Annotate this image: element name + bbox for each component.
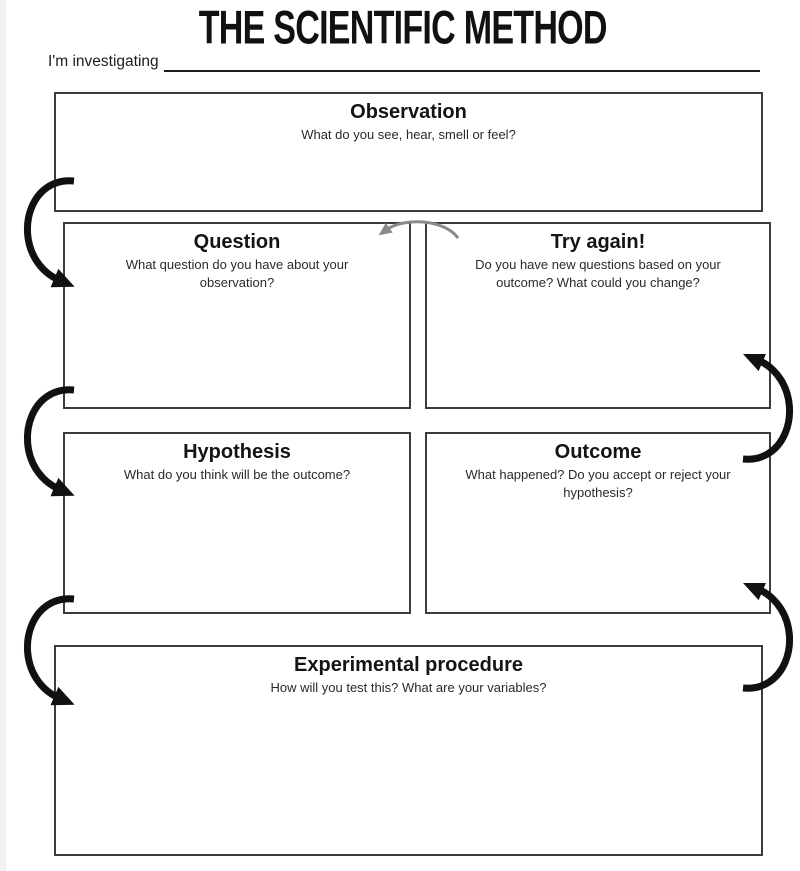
hypothesis-box: Hypothesis What do you think will be the… bbox=[63, 432, 411, 614]
observation-writing-area[interactable] bbox=[56, 144, 761, 210]
question-prompt: What question do you have about your obs… bbox=[125, 257, 349, 290]
experimental-procedure-box: Experimental procedure How will you test… bbox=[54, 645, 763, 856]
outcome-writing-area[interactable] bbox=[427, 501, 769, 612]
page-title: THE SCIENTIFIC METHOD bbox=[198, 0, 608, 54]
outcome-prompt: What happened? Do you accept or reject y… bbox=[465, 467, 731, 500]
question-writing-area[interactable] bbox=[65, 291, 409, 407]
observation-prompt: What do you see, hear, smell or feel? bbox=[301, 127, 516, 142]
outcome-title: Outcome bbox=[554, 441, 642, 463]
investigating-row: I'm investigating bbox=[48, 53, 760, 72]
hypothesis-prompt: What do you think will be the outcome? bbox=[123, 467, 351, 482]
investigating-fill-in-line[interactable] bbox=[163, 54, 760, 72]
observation-title: Observation bbox=[350, 101, 467, 123]
outcome-box: Outcome What happened? Do you accept or … bbox=[425, 432, 771, 614]
experimental-procedure-title: Experimental procedure bbox=[294, 654, 523, 676]
try-again-box: Try again! Do you have new questions bas… bbox=[425, 222, 771, 409]
experimental-procedure-prompt: How will you test this? What are your va… bbox=[270, 680, 547, 695]
try-again-prompt: Do you have new questions based on your … bbox=[475, 257, 721, 290]
hypothesis-title: Hypothesis bbox=[183, 441, 291, 463]
try-again-writing-area[interactable] bbox=[427, 291, 769, 407]
question-title: Question bbox=[193, 231, 281, 253]
observation-box: Observation What do you see, hear, smell… bbox=[54, 92, 763, 212]
question-box: Question What question do you have about… bbox=[63, 222, 411, 409]
try-again-title: Try again! bbox=[550, 231, 646, 253]
investigating-label: I'm investigating bbox=[48, 53, 159, 70]
hypothesis-writing-area[interactable] bbox=[65, 484, 409, 612]
experimental-procedure-writing-area[interactable] bbox=[56, 697, 761, 854]
